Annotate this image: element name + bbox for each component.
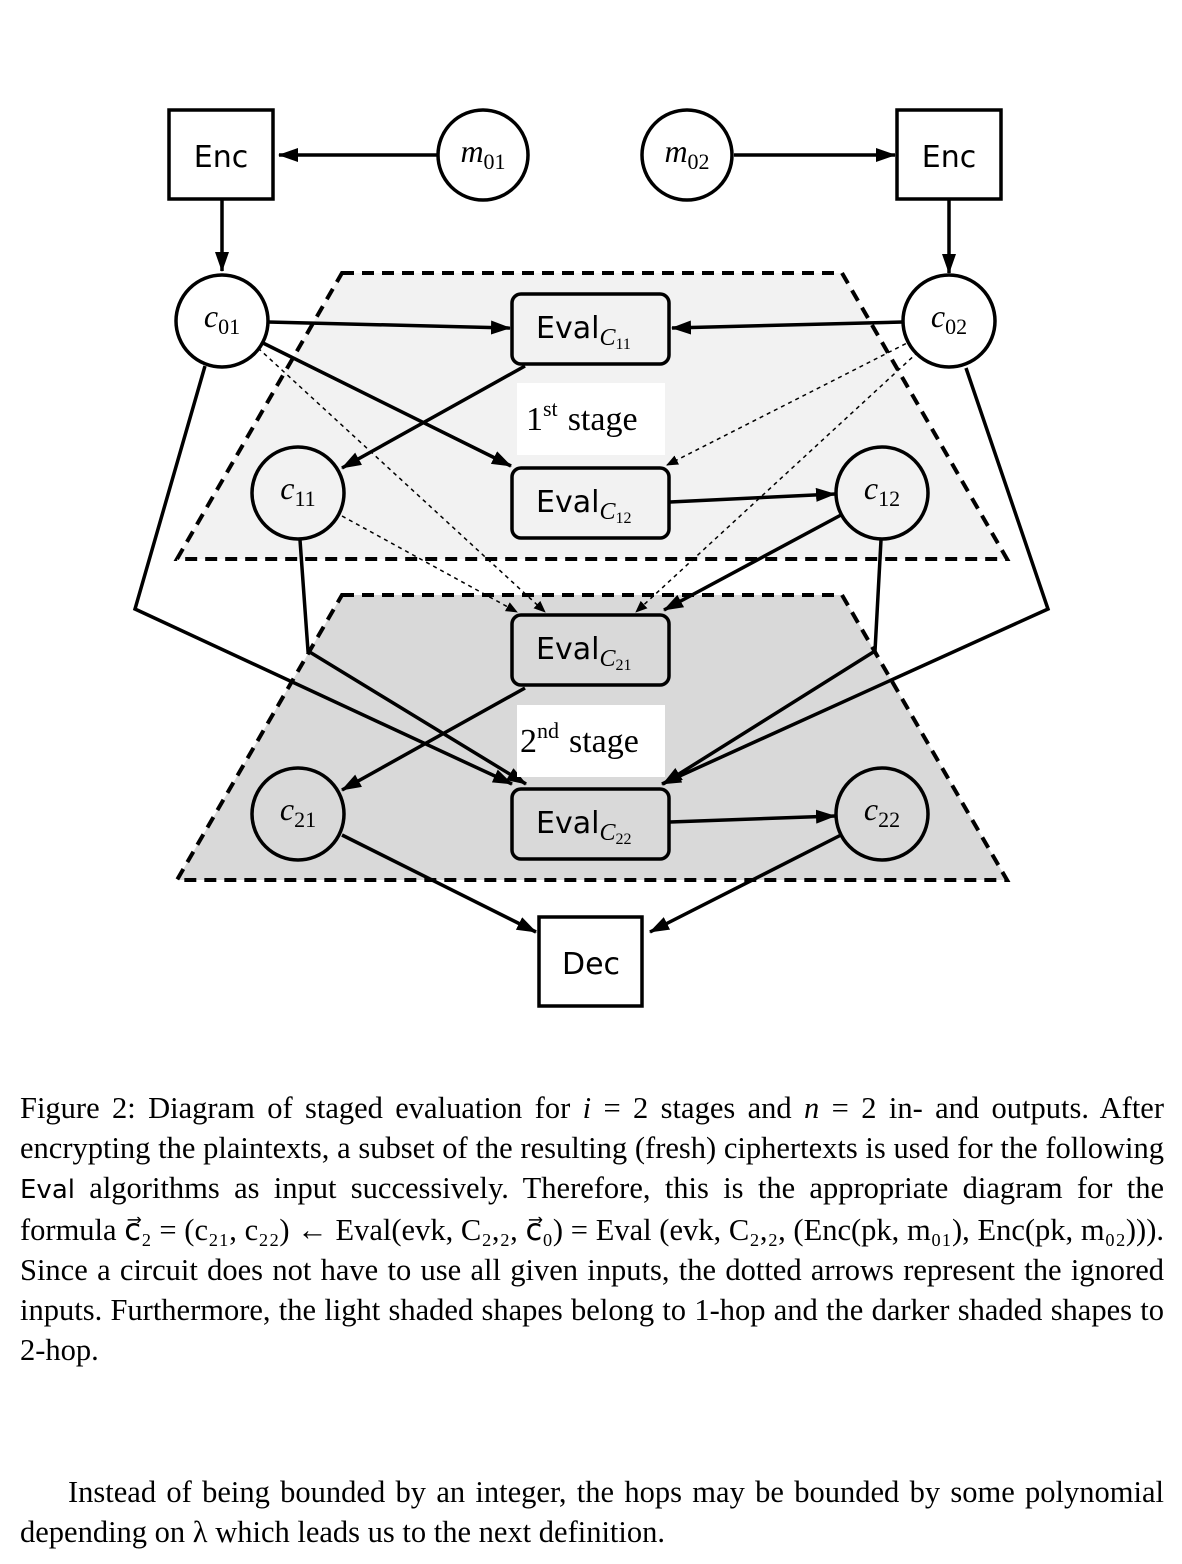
enc-left-label: Enc xyxy=(194,140,248,175)
eval-c11-box xyxy=(510,292,671,366)
enc-left-box xyxy=(167,108,275,201)
eval-c22-box xyxy=(510,787,671,861)
eval-c22-label: EvalC22 xyxy=(536,806,631,848)
eval-c12-label: EvalC12 xyxy=(536,485,631,527)
caption-var-i: i xyxy=(582,1091,592,1125)
caption-text-1: Diagram of staged evaluation for xyxy=(148,1091,571,1125)
m02-label: m02 xyxy=(664,133,709,174)
body-paragraph: Instead of being bounded by an integer, … xyxy=(20,1475,1164,1549)
dec-label: Dec xyxy=(562,947,620,982)
enc-right-label: Enc xyxy=(922,140,976,175)
m01-label: m01 xyxy=(460,133,505,174)
caption-prefix: Figure 2: xyxy=(20,1091,136,1125)
eval-c11-label: EvalC11 xyxy=(536,311,631,353)
c11-label: c11 xyxy=(280,470,315,511)
c01-node xyxy=(174,273,270,369)
c22-label: c22 xyxy=(864,791,900,832)
caption-var-n: n xyxy=(804,1091,820,1125)
c12-label: c12 xyxy=(864,470,900,511)
c01-label: c01 xyxy=(204,298,240,339)
c12-node xyxy=(834,445,930,541)
enc-right-box xyxy=(895,108,1003,201)
eval-c21-box xyxy=(510,613,671,687)
caption-formula: c⃗₂ = (c₂₁, c₂₂) ← Eval(evk, C₂,₂, c⃗₀) … xyxy=(124,1213,1164,1247)
c22-node xyxy=(834,766,930,862)
connector-lines xyxy=(132,365,1051,786)
caption-text-3: Since a circuit does not have to use all… xyxy=(20,1253,1164,1367)
stage2-label-bg xyxy=(517,705,665,777)
m01-node xyxy=(436,108,530,202)
data-flow-arrows xyxy=(215,148,956,934)
eval-c21-label: EvalC21 xyxy=(536,632,631,674)
c11-node xyxy=(250,445,346,541)
c02-label: c02 xyxy=(931,298,967,339)
eval-c12-box xyxy=(510,466,671,540)
stage1-label-bg xyxy=(517,383,665,455)
caption-eq-inout: = 2 in- and outputs. After encrypting th… xyxy=(20,1091,1164,1165)
caption-eval-word: Eval xyxy=(20,1175,75,1205)
figure-caption: Figure 2: Diagram of staged evaluation f… xyxy=(20,1088,1164,1370)
m02-node xyxy=(640,108,734,202)
c02-node xyxy=(901,273,997,369)
dec-box xyxy=(537,915,644,1008)
caption-eq-stages: = 2 stages and xyxy=(591,1091,805,1125)
c21-label: c21 xyxy=(280,791,316,832)
ignored-input-arrows xyxy=(257,339,919,613)
c21-node xyxy=(250,766,346,862)
caption-text-2: algorithms as input successively. Theref… xyxy=(20,1171,1164,1247)
